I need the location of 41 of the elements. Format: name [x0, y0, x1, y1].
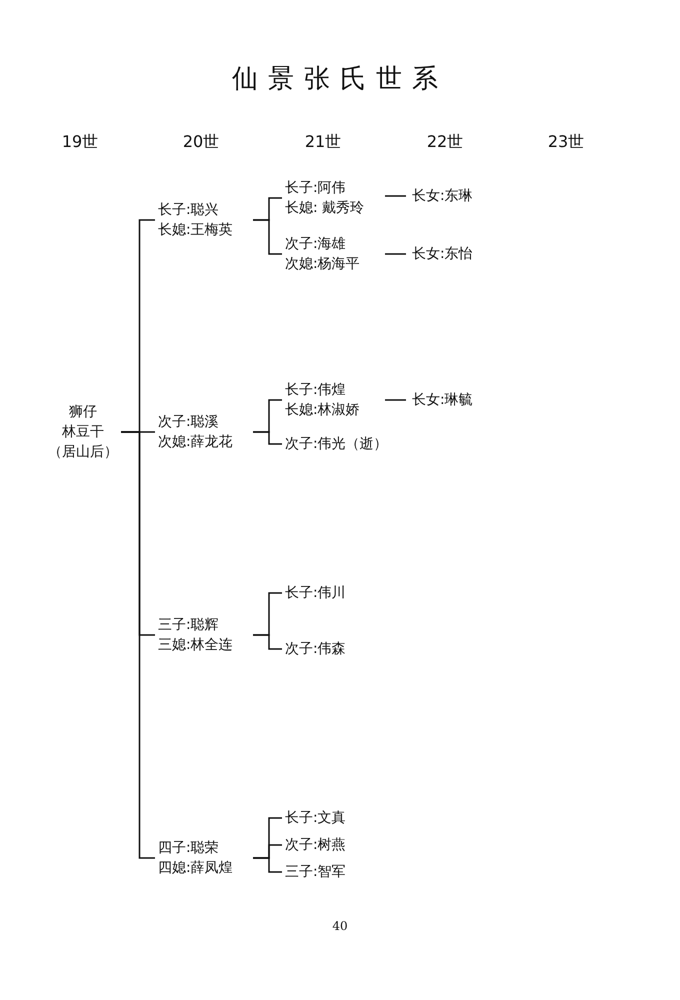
generation-header: 20世 [182, 131, 220, 153]
person-name: 次子:聪溪 [158, 413, 219, 432]
generation-header: 21世 [304, 131, 342, 153]
person-name: 次媳:薛龙花 [158, 433, 233, 452]
person-name: 次子:伟森 [285, 639, 395, 659]
person-name: （居山后） [48, 443, 118, 462]
connector-line [253, 219, 282, 255]
person-name: 长女:东怡 [412, 244, 492, 264]
person-name: 长子:文真 [285, 808, 395, 828]
person-name: 长女:东琳 [412, 186, 492, 206]
person-name: 长子:伟川 [285, 583, 395, 603]
connector-line [253, 431, 282, 445]
person-name: 次子:海雄 [285, 235, 346, 254]
connector-line [253, 857, 282, 873]
person-name: 狮仔 [69, 403, 97, 422]
person-name: 长子:阿伟 [285, 179, 346, 198]
person-name: 长女:琳毓 [412, 390, 492, 410]
connector-line [385, 399, 406, 401]
person-name: 次子:树燕 [285, 835, 395, 855]
page-number: 40 [332, 918, 348, 935]
person-name: 四媳:薛凤煌 [158, 859, 233, 878]
person-name: 三媳:林全连 [158, 636, 233, 655]
person-name: 三子:聪辉 [158, 616, 219, 635]
person-name: 长媳:王梅英 [158, 221, 233, 240]
person-name: 长子:聪兴 [158, 201, 219, 220]
connector-line [121, 431, 155, 859]
person-name: 次子:伟光（逝） [285, 434, 395, 454]
person-name: 长媳: 戴秀玲 [285, 199, 364, 218]
connector-line [385, 253, 406, 255]
generation-header: 19世 [62, 131, 98, 153]
person-name: 次媳:杨海平 [285, 255, 360, 274]
person-name: 长媳:林淑娇 [285, 401, 360, 420]
person-name: 四子:聪荣 [158, 839, 219, 858]
connector-line [385, 195, 406, 197]
connector-line [253, 634, 282, 650]
title: 仙景张氏世系 [232, 63, 448, 96]
generation-header: 23世 [548, 131, 584, 153]
generation-header: 22世 [426, 131, 464, 153]
person-name: 长子:伟煌 [285, 381, 346, 400]
person-name: 三子:智军 [285, 862, 395, 882]
person-name: 林豆干 [62, 423, 104, 442]
